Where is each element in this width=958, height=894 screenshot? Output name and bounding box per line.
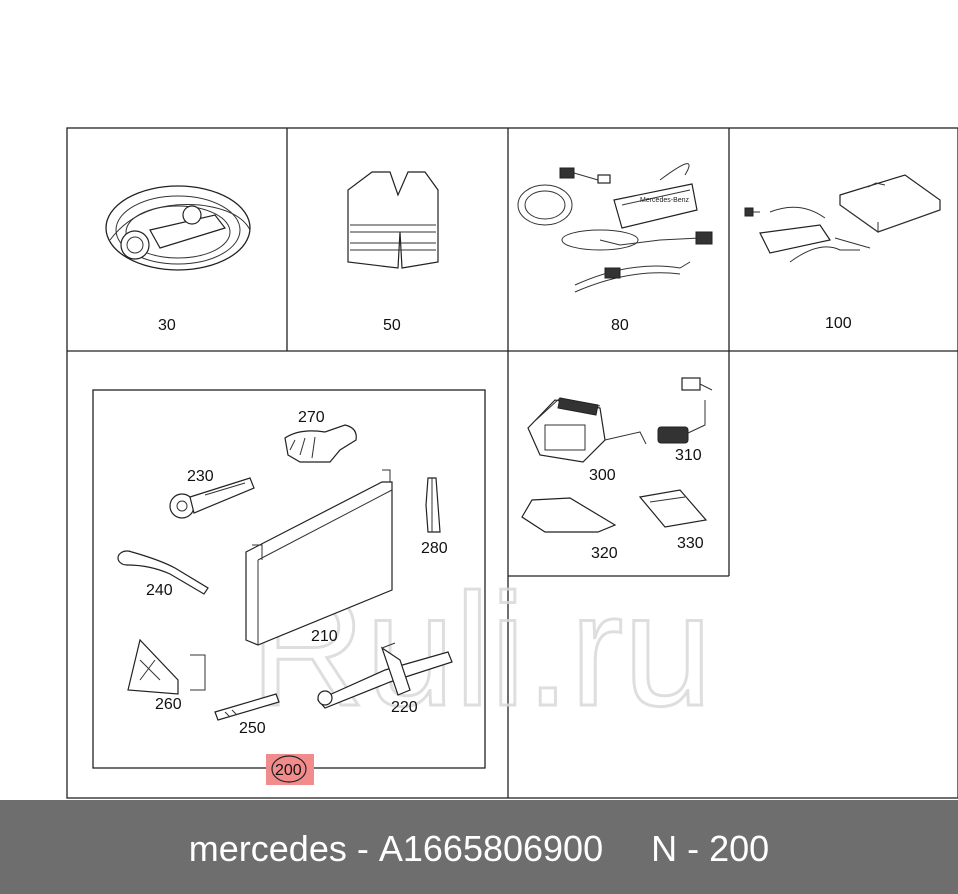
footer-dash-1: -	[356, 828, 369, 869]
label-230: 230	[187, 468, 214, 485]
part-230-wrench[interactable]	[169, 477, 255, 519]
footer-position-prefix: N	[651, 828, 678, 869]
part-220-jack[interactable]	[317, 642, 453, 709]
highlight-circle	[271, 755, 307, 783]
diagram-grid	[66, 127, 958, 799]
label-270: 270	[298, 409, 325, 426]
footer-brand: mercedes	[188, 828, 347, 869]
footer-bar: mercedes - A1665806900 N - 200	[0, 800, 958, 894]
svg-text:Mercedes-Benz: Mercedes-Benz	[640, 197, 690, 204]
label-310: 310	[675, 447, 702, 464]
part-80-charger-kit[interactable]: Mercedes-Benz	[517, 163, 713, 293]
footer-position-number: 200	[709, 828, 770, 869]
label-50: 50	[383, 317, 401, 334]
label-200: 200	[275, 762, 302, 779]
label-300: 300	[589, 467, 616, 484]
part-210-case[interactable]	[245, 469, 393, 646]
label-330: 330	[677, 535, 704, 552]
part-240-lug-wrench[interactable]	[117, 550, 209, 595]
part-300-charger-unit[interactable]	[527, 397, 647, 463]
label-30: 30	[158, 317, 176, 334]
label-250: 250	[239, 720, 266, 737]
part-320-mat[interactable]	[521, 497, 617, 533]
label-220: 220	[391, 699, 418, 716]
part-50-safety-vest[interactable]	[347, 171, 439, 269]
label-240: 240	[146, 582, 173, 599]
footer-part-number[interactable]: A1665806900	[378, 828, 604, 869]
part-270-gloves[interactable]	[284, 424, 357, 463]
part-30-tow-strap[interactable]	[105, 185, 251, 271]
footer-dash-2: -	[687, 828, 700, 869]
part-250-extension[interactable]	[214, 693, 280, 721]
parts-diagram: Ruli.ru 30 50 Mercedes-Benz	[66, 127, 958, 799]
part-330-sheet[interactable]	[638, 489, 708, 528]
part-280-screwdriver[interactable]	[425, 477, 441, 533]
label-320: 320	[591, 545, 618, 562]
part-100-charger-case[interactable]	[744, 174, 941, 263]
highlight-200[interactable]: 200	[266, 754, 314, 785]
label-260: 260	[155, 696, 182, 713]
part-310-adapter[interactable]	[657, 377, 713, 444]
label-100: 100	[825, 315, 852, 332]
label-280: 280	[421, 540, 448, 557]
label-210: 210	[311, 628, 338, 645]
part-260-wheel-chock[interactable]	[127, 638, 206, 695]
label-80: 80	[611, 317, 629, 334]
